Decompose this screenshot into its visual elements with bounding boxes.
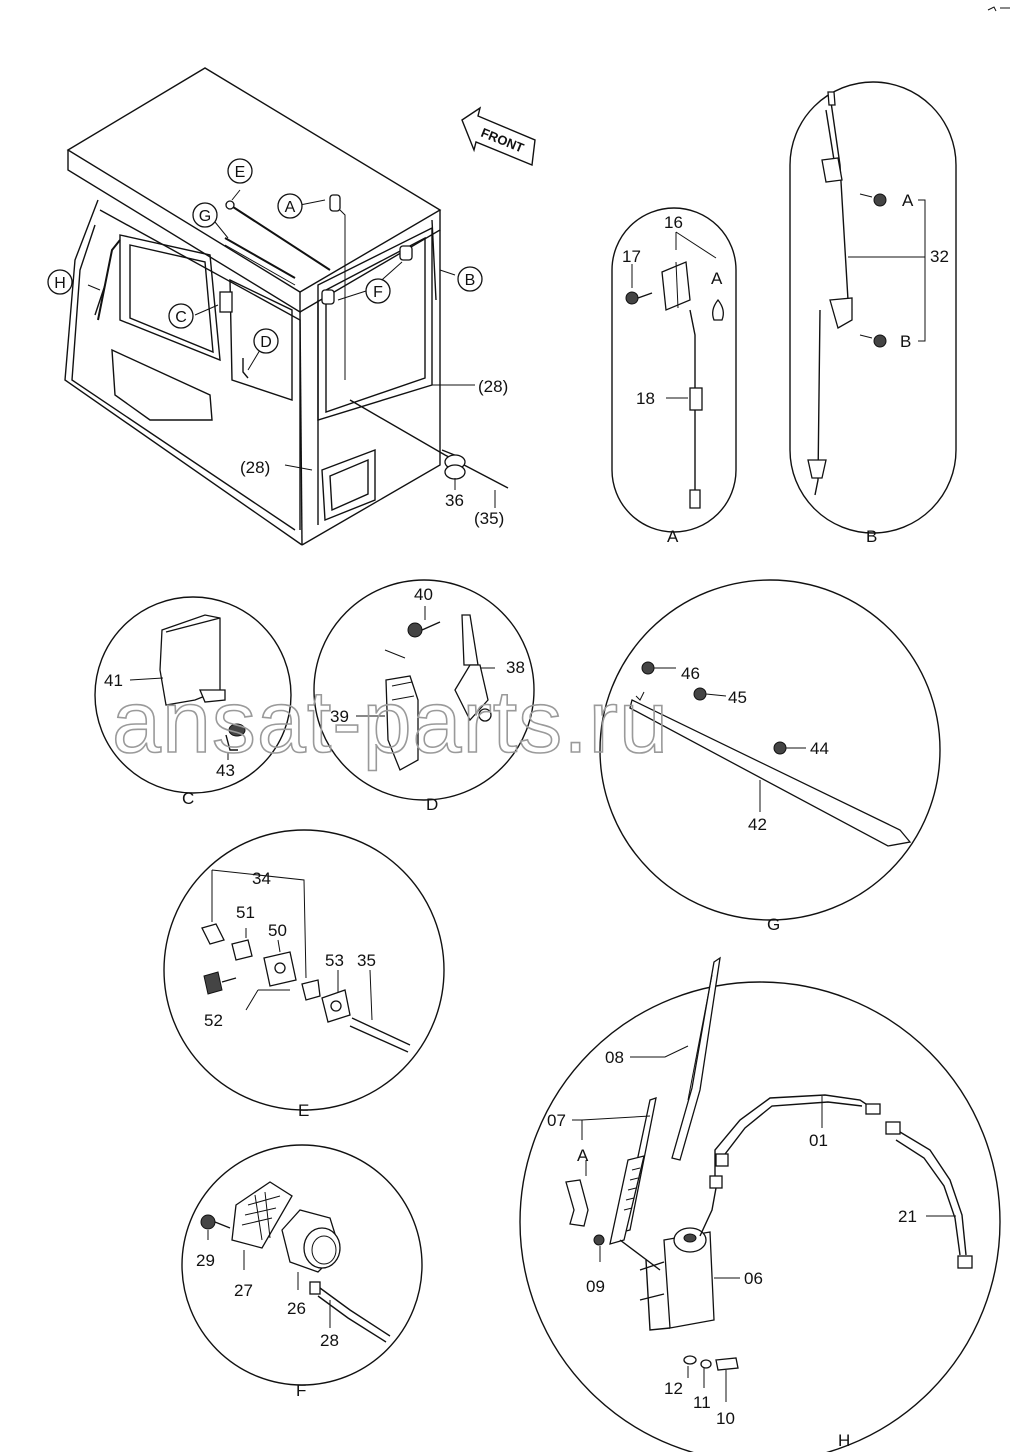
detail-F-title: F <box>296 1381 306 1400</box>
detail-G: 46 45 44 42 G <box>599 579 941 934</box>
detail-E: 34 51 50 53 35 52 E <box>163 829 445 1120</box>
front-arrow: FRONT <box>461 106 536 166</box>
label-35: (35) <box>474 509 504 528</box>
detail-C-title: C <box>182 789 194 808</box>
F-label-26: 26 <box>287 1299 306 1318</box>
H-label-10: 10 <box>716 1409 735 1428</box>
E-label-34: 34 <box>252 869 271 888</box>
A-label-16: 16 <box>664 213 683 232</box>
label-36: 36 <box>445 491 464 510</box>
H-label-08: 08 <box>605 1048 624 1067</box>
callout-circle-H <box>47 269 73 295</box>
callout-circle-B <box>457 266 483 292</box>
A-label-A: A <box>711 269 723 288</box>
G-label-46: 46 <box>681 664 700 683</box>
G-label-42: 42 <box>748 815 767 834</box>
callout-A: A <box>285 199 296 216</box>
E-label-53: 53 <box>325 951 344 970</box>
callout-D: D <box>260 334 272 351</box>
label-28-lower: (28) <box>240 458 270 477</box>
D-label-40: 40 <box>414 585 433 604</box>
D-label-38: 38 <box>506 658 525 677</box>
E-label-52: 52 <box>204 1011 223 1030</box>
detail-B-title: B <box>866 527 877 546</box>
detail-B: A 32 B B <box>789 81 957 546</box>
callout-circle-D <box>253 328 279 354</box>
H-label-A: A <box>577 1146 589 1165</box>
H-label-12: 12 <box>664 1379 683 1398</box>
H-label-01: 01 <box>809 1131 828 1150</box>
callout-circle-A <box>277 193 303 219</box>
callout-F: F <box>373 284 383 301</box>
callout-circle-F <box>365 278 391 304</box>
callout-B: B <box>465 272 476 289</box>
H-label-07: 07 <box>547 1111 566 1130</box>
G-label-45: 45 <box>728 688 747 707</box>
callout-circle-C <box>168 303 194 329</box>
F-label-27: 27 <box>234 1281 253 1300</box>
watermark: ansat-parts.ru <box>112 672 669 771</box>
A-label-18: 18 <box>636 389 655 408</box>
A-label-17: 17 <box>622 247 641 266</box>
B-label-A: A <box>902 191 914 210</box>
E-label-50: 50 <box>268 921 287 940</box>
E-label-51: 51 <box>236 903 255 922</box>
callout-G: G <box>199 208 211 225</box>
callout-circle-E <box>227 158 253 184</box>
detail-A-title: A <box>667 527 679 546</box>
cab-main-view: E A G H C D F B (28) (28) 36 (35) <box>47 67 509 546</box>
F-label-29: 29 <box>196 1251 215 1270</box>
callout-E: E <box>235 164 246 181</box>
detail-A: 16 17 A 18 A <box>611 207 737 546</box>
B-label-B: B <box>900 332 911 351</box>
detail-C: 41 43 C <box>94 596 292 808</box>
H-label-11: 11 <box>693 1393 711 1412</box>
D-label-39: 39 <box>330 707 349 726</box>
detail-D: 40 38 39 D <box>313 579 535 814</box>
G-label-44: 44 <box>810 739 829 758</box>
H-label-21: 21 <box>898 1207 917 1226</box>
E-label-35: 35 <box>357 951 376 970</box>
detail-D-title: D <box>426 795 438 814</box>
H-label-06: 06 <box>744 1269 763 1288</box>
corner-mark <box>987 6 1010 12</box>
B-label-32: 32 <box>930 247 949 266</box>
detail-G-title: G <box>767 915 780 934</box>
F-label-28: 28 <box>320 1331 339 1350</box>
C-label-43: 43 <box>216 761 235 780</box>
detail-H: 08 07 A 01 21 09 06 12 11 10 H <box>519 956 1001 1452</box>
detail-H-title: H <box>838 1431 850 1450</box>
callout-C: C <box>175 309 187 326</box>
detail-E-title: E <box>298 1101 309 1120</box>
callout-circle-G <box>192 202 218 228</box>
callout-H: H <box>54 275 66 292</box>
detail-F: 29 27 26 28 F <box>181 1144 423 1400</box>
C-label-41: 41 <box>104 671 123 690</box>
label-28-upper: (28) <box>478 377 508 396</box>
front-label: FRONT <box>479 125 526 156</box>
H-label-09: 09 <box>586 1277 605 1296</box>
